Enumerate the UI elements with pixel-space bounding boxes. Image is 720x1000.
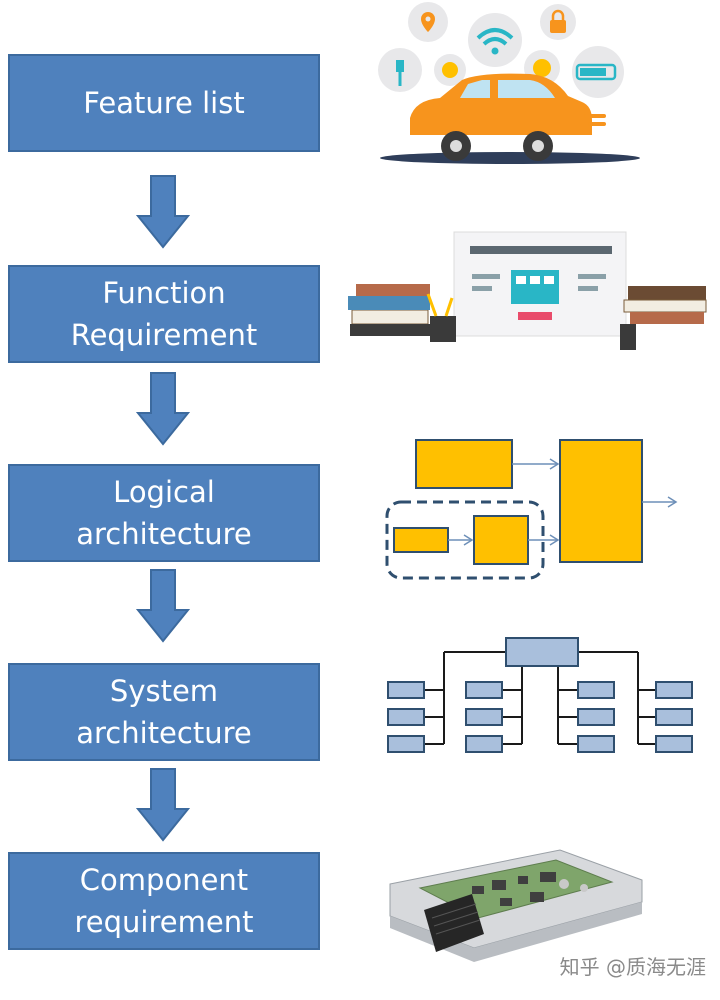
step-function-requirement: Function Requirement	[8, 265, 320, 363]
step-label: Logical architecture	[76, 474, 252, 551]
step-component-requirement: Component requirement	[8, 852, 320, 950]
watermark: 知乎 @质海无涯	[559, 955, 706, 979]
step-feature-list: Feature list	[8, 54, 320, 152]
step-logical-architecture: Logical architecture	[8, 464, 320, 562]
car-features-icon	[378, 2, 640, 164]
step-system-architecture: System architecture	[8, 663, 320, 761]
down-arrow-icon	[136, 372, 190, 446]
ecu-module-image	[389, 849, 643, 962]
down-arrow-icon	[136, 768, 190, 842]
step-label: Function Requirement	[70, 275, 258, 352]
down-arrow-icon	[136, 175, 190, 249]
down-arrow-icon	[136, 569, 190, 643]
step-label: Component requirement	[74, 862, 254, 939]
system-tree-diagram	[387, 637, 693, 753]
requirements-document-icon	[348, 231, 707, 350]
step-label: Feature list	[83, 85, 245, 120]
logical-block-diagram	[385, 439, 678, 580]
step-label: System architecture	[76, 673, 252, 750]
